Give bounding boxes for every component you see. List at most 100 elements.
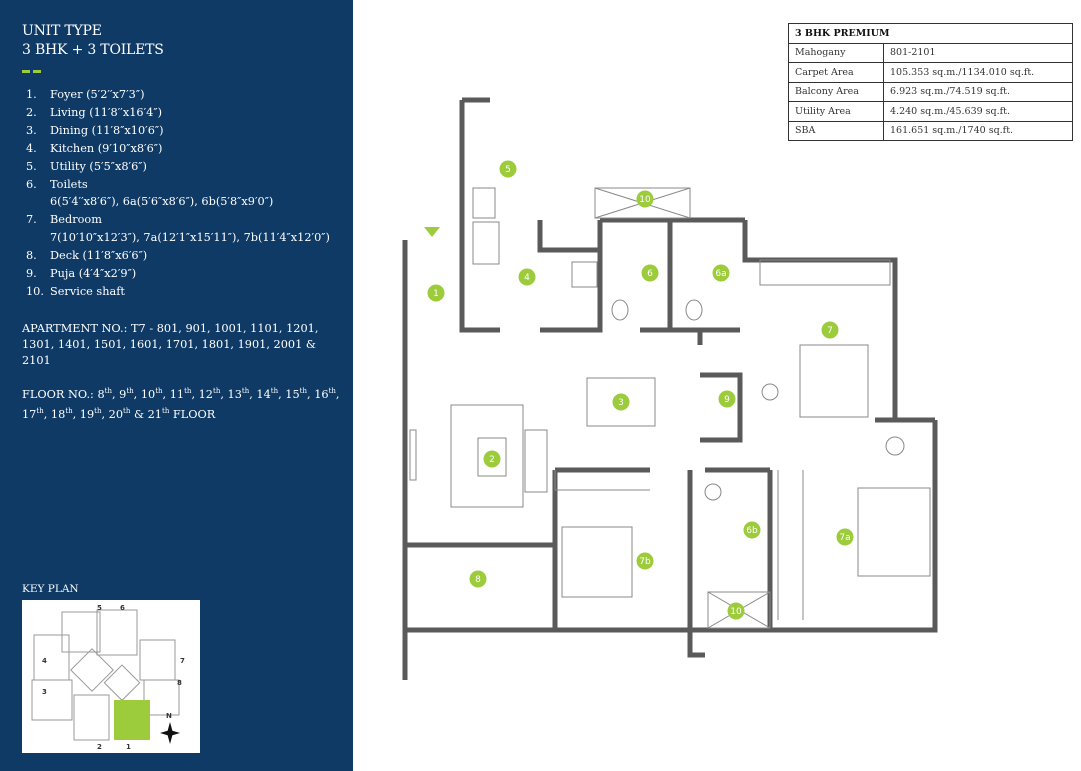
area-value: 801-2101 xyxy=(883,42,1073,63)
room-marker: 7a xyxy=(836,528,854,546)
floor-number: 10 xyxy=(140,387,156,401)
room-marker: 7 xyxy=(821,321,839,339)
room-marker: 9 xyxy=(718,390,736,408)
floor-number: 14 xyxy=(256,387,271,401)
floor-suffix: th xyxy=(65,406,73,415)
unit-type-value: 3 BHK + 3 TOILETS xyxy=(22,42,164,58)
floor-number: 8 xyxy=(97,387,105,401)
room-marker: 7b xyxy=(636,552,654,570)
floor-number: 18 xyxy=(50,407,66,421)
room-text: Toilets xyxy=(50,177,88,191)
room-marker-label: 7 xyxy=(827,326,833,336)
floor-suffix: th xyxy=(36,406,44,415)
room-text: 7(10′10″x12′3″), 7a(12′1″x15′11″), 7b(11… xyxy=(50,231,330,245)
room-number: 7. xyxy=(26,213,37,227)
room-text: Bedroom xyxy=(50,213,102,227)
room-number: 5. xyxy=(26,159,37,173)
floor-suffix: th xyxy=(104,387,112,395)
room-marker: 3 xyxy=(612,393,630,411)
floor-suffix: th xyxy=(241,387,250,395)
room-marker-label: 7b xyxy=(639,557,651,567)
floor-suffix: th xyxy=(126,387,134,395)
room-list-item: 1.Foyer (5′2′′x7′3″) xyxy=(26,86,330,104)
floor-suffix: th xyxy=(270,387,279,395)
info-panel: UNIT TYPE 3 BHK + 3 TOILETS 1.Foyer (5′2… xyxy=(0,0,353,771)
room-number: 8. xyxy=(26,249,37,263)
floor-number: 17 xyxy=(22,407,37,421)
room-marker: 6 xyxy=(641,264,659,282)
wing-label: 5 xyxy=(97,604,102,612)
floor-suffix: th xyxy=(162,406,170,415)
unit-type: UNIT TYPE 3 BHK + 3 TOILETS xyxy=(22,22,164,60)
floor-number: 13 xyxy=(227,387,242,401)
wing-label: 1 xyxy=(126,743,131,751)
room-marker-label: 8 xyxy=(475,575,481,585)
room-text: Dining (11′8″x10′6″) xyxy=(50,123,164,137)
room-marker: 1 xyxy=(427,284,445,302)
wing-label: 6 xyxy=(120,604,125,612)
room-text: Service shaft xyxy=(50,284,125,298)
key-plan-title: KEY PLAN xyxy=(22,583,79,595)
floor-suffix: th xyxy=(155,387,163,395)
room-number xyxy=(26,229,50,247)
floor-number: 12 xyxy=(198,387,213,401)
room-list-item: 8. Deck (11′8″x6′6″) xyxy=(26,247,330,265)
room-list: 1.Foyer (5′2′′x7′3″)2.Living (11′8′′x16′… xyxy=(26,86,330,301)
room-marker: 5 xyxy=(499,160,517,178)
north-label: N xyxy=(166,712,172,720)
room-text: Foyer (5′2′′x7′3″) xyxy=(50,88,145,101)
floor-suffix: th xyxy=(123,406,131,415)
room-marker: 10 xyxy=(727,602,745,620)
room-marker-label: 7a xyxy=(839,533,850,543)
room-text: Utility (5′5″x8′6″) xyxy=(50,159,147,173)
floor-tail: FLOOR xyxy=(172,407,216,421)
floor-number: 20 xyxy=(108,407,124,421)
unit-type-label: UNIT TYPE xyxy=(22,23,102,39)
room-number: 3. xyxy=(26,123,37,137)
room-marker-label: 4 xyxy=(524,273,530,283)
room-number xyxy=(26,193,50,211)
floor-number: 9 xyxy=(119,387,127,401)
wing-label: 3 xyxy=(42,688,47,696)
floor-suffix: th xyxy=(328,387,336,395)
floor-number: 11 xyxy=(169,387,185,401)
room-marker-label: 5 xyxy=(505,165,511,175)
room-list-item: 10.Service shaft xyxy=(26,283,330,301)
key-plan: 1 2 3 4 5 6 7 8 N xyxy=(22,600,200,753)
compass-icon xyxy=(160,722,180,744)
room-list-item: 9.Puja (4′4″x2′9″) xyxy=(26,265,330,283)
room-list-item: 5. Utility (5′5″x8′6″) xyxy=(26,158,330,176)
room-list-item: 6(5′4′′x8′6″), 6a(5′6″x8′6″), 6b(5′8″x9′… xyxy=(26,193,330,211)
room-marker-label: 9 xyxy=(724,395,730,405)
room-marker: 6a xyxy=(712,264,730,282)
room-list-item: 2.Living (11′8′′x16′4″) xyxy=(26,104,330,122)
accent-dash xyxy=(22,70,30,73)
room-text: Deck (11′8″x6′6″) xyxy=(50,249,148,263)
floor-suffix: th xyxy=(299,387,307,395)
room-marker: 10 xyxy=(636,190,654,208)
floor-suffix: th xyxy=(184,387,192,395)
room-list-item: 4.Kitchen (9′10″x8′6″) xyxy=(26,140,330,158)
floor-suffix: th xyxy=(94,406,102,415)
room-text: Kitchen (9′10″x8′6″) xyxy=(50,141,163,155)
wing-label: 8 xyxy=(177,679,182,687)
area-value: 105.353 sq.m./1134.010 sq.ft. xyxy=(883,62,1073,83)
room-marker-label: 3 xyxy=(618,398,624,408)
wing-label: 2 xyxy=(97,743,102,751)
wing-label: 7 xyxy=(180,657,185,665)
room-marker: 2 xyxy=(483,450,501,468)
floor-number: 19 xyxy=(79,407,95,421)
walls xyxy=(402,97,938,680)
wing-label: 4 xyxy=(42,657,47,665)
room-number: 2. xyxy=(26,105,37,119)
room-marker: 4 xyxy=(518,268,536,286)
room-number: 6. xyxy=(26,177,37,191)
room-marker-label: 10 xyxy=(639,195,651,205)
room-marker-label: 6a xyxy=(715,269,726,279)
